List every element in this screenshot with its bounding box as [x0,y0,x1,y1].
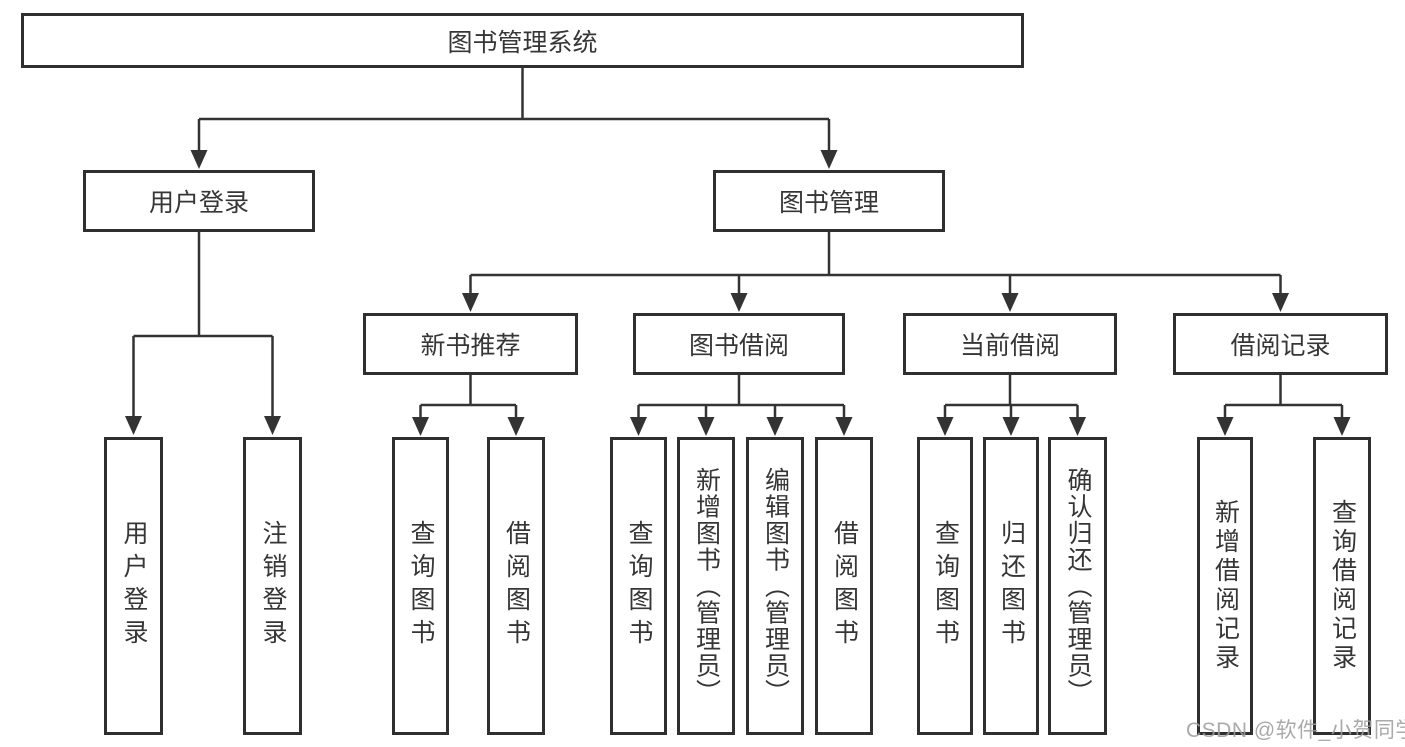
node-label: 新书推荐 [420,332,521,360]
leaf-label: 新增借阅记录 [1211,499,1240,673]
leaf-label: 查询借阅记录 [1328,499,1357,673]
node-book-borrow: 图书借阅 [633,313,845,375]
leaf-records-query-record: 查询借阅记录 [1313,437,1371,735]
node-label: 用户登录 [148,189,249,217]
leaf-logout: 注销登录 [243,437,302,735]
leaf-label: 编辑图书（管理员） [761,466,790,706]
arrowheads [125,150,1351,436]
leaf-borrow-query-books: 查询图书 [610,437,667,735]
leaf-label: 归还图书 [997,520,1026,652]
leaf-recommend-borrow-books: 借阅图书 [487,437,545,735]
leaf-recommend-query-books: 查询图书 [392,437,449,735]
csdn-watermark: CSDN @软件_小贺同学 [1186,719,1405,742]
leaf-label: 确认归还（管理员） [1064,466,1092,706]
node-label: 图书管理 [778,189,879,217]
leaf-records-add-record: 新增借阅记录 [1197,437,1253,735]
leaf-label: 查询图书 [407,520,435,652]
node-label: 图书借阅 [688,332,789,360]
leaf-label: 查询图书 [931,520,960,652]
leaf-label: 用户登录 [120,520,148,652]
leaf-current-query-books: 查询图书 [917,437,973,735]
node-new-book-recommend: 新书推荐 [363,313,578,375]
node-library-management-system: 图书管理系统 [21,13,1024,68]
node-current-borrow: 当前借阅 [903,313,1117,375]
leaf-borrow-borrow-books: 借阅图书 [815,437,873,735]
leaf-label: 注销登录 [259,520,287,652]
node-book-management: 图书管理 [713,170,945,232]
leaf-label: 查询图书 [625,520,653,652]
node-borrow-records: 借阅记录 [1173,313,1388,375]
leaf-borrow-edit-books-admin: 编辑图书（管理员） [746,437,804,735]
leaf-label: 新增图书（管理员） [692,466,721,706]
leaf-current-confirm-return-admin: 确认归还（管理员） [1048,437,1107,735]
leaf-current-return-books: 归还图书 [983,437,1039,735]
leaf-label: 借阅图书 [502,520,531,652]
node-label: 借阅记录 [1230,332,1331,360]
leaf-user-login: 用户登录 [104,437,163,735]
leaf-borrow-add-books-admin: 新增图书（管理员） [677,437,735,735]
leaf-label: 借阅图书 [830,520,859,652]
node-label: 当前借阅 [959,332,1060,360]
node-user-login: 用户登录 [83,170,315,232]
node-label: 图书管理系统 [447,28,598,57]
